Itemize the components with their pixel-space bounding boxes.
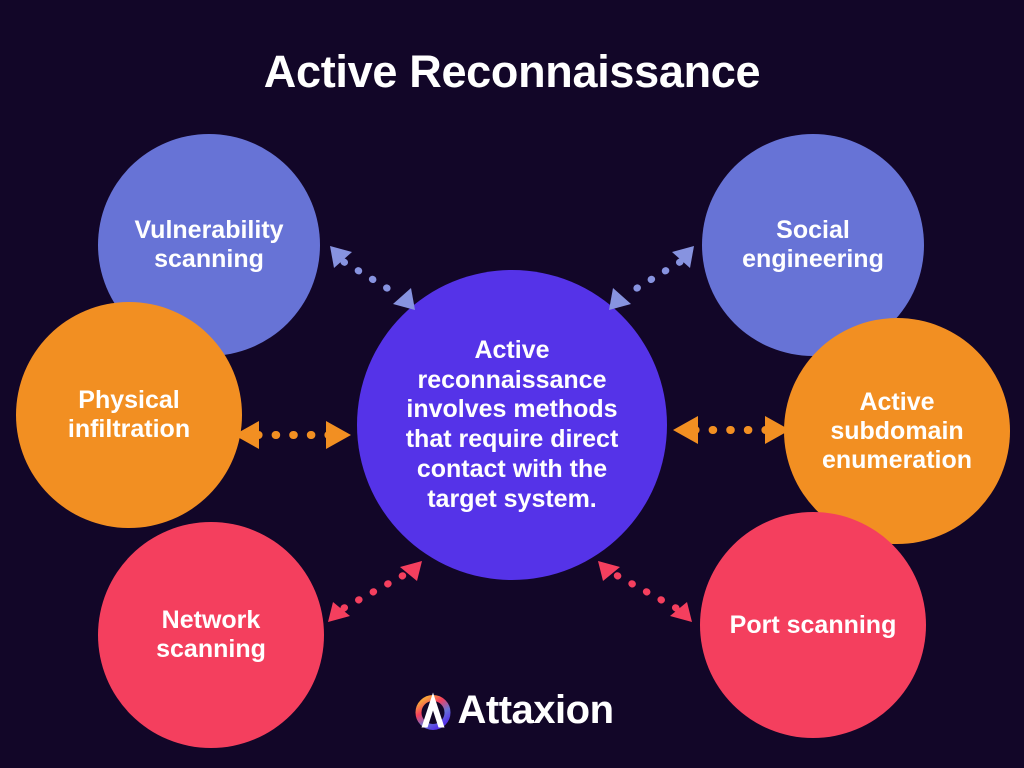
attaxion-logo[interactable]: Attaxion <box>0 688 1024 732</box>
node-active-subdomain-enumeration[interactable]: Active subdomain enumeration <box>784 318 1010 544</box>
node-active-reconnaissance-hub[interactable]: Active reconnaissance involves methods t… <box>357 270 667 580</box>
node-label-physical-infiltration: Physical infiltration <box>67 386 191 443</box>
attaxion-mark-icon <box>415 692 450 730</box>
node-label-vulnerability-scanning: Vulnerability scanning <box>134 216 284 273</box>
page-title: Active Reconnaissance <box>263 46 761 97</box>
attaxion-wordmark: Attaxion <box>457 688 615 732</box>
node-port-scanning[interactable]: Port scanning <box>700 512 926 738</box>
connector-physical-infiltration <box>234 421 351 449</box>
connector-network-scanning <box>328 561 422 622</box>
connector-port-scanning <box>598 561 692 622</box>
node-physical-infiltration[interactable]: Physical infiltration <box>16 302 242 528</box>
connector-vulnerability-scanning <box>330 246 415 310</box>
hub-description: Active reconnaissance involves methods t… <box>405 335 619 513</box>
connector-active-subdomain-enumeration <box>673 416 790 444</box>
node-label-network-scanning: Network scanning <box>156 606 266 663</box>
node-label-social-engineering: Social engineering <box>742 216 884 273</box>
node-network-scanning[interactable]: Network scanning <box>98 522 324 748</box>
node-label-active-subdomain-enumeration: Active subdomain enumeration <box>821 387 973 474</box>
node-label-port-scanning: Port scanning <box>729 610 897 639</box>
connector-social-engineering <box>609 246 694 310</box>
